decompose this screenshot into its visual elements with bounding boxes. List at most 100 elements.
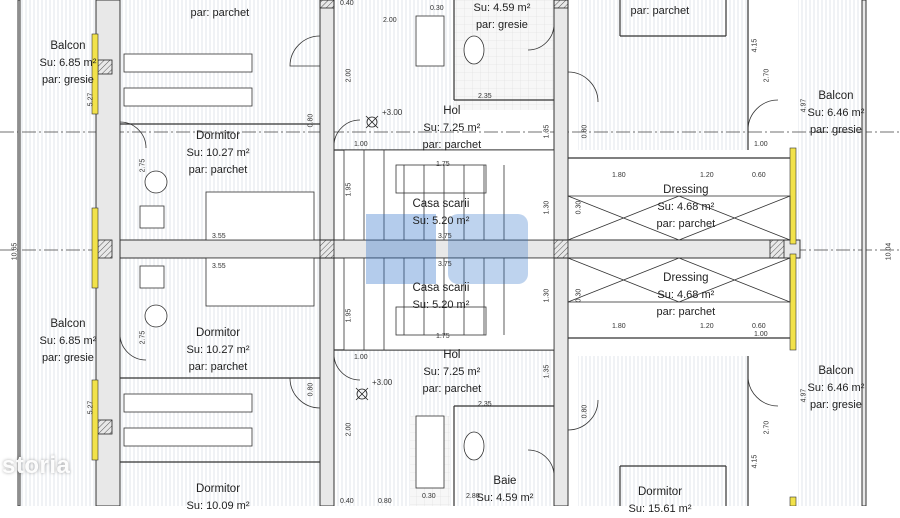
floor-plan: [0, 0, 900, 506]
dimension-label: 0.80: [307, 382, 315, 397]
dimension-label: 4.97: [800, 388, 808, 403]
dimension-label: 1.20: [700, 323, 714, 330]
room-floor: par: parchet: [422, 139, 482, 151]
room-area: Su: 6.85 m²: [39, 335, 97, 347]
room-floor: par: gresie: [41, 74, 94, 86]
dimension-label: 0.30: [575, 200, 583, 215]
room-area: Su: 6.85 m²: [39, 57, 97, 69]
dimension-label: 0.30: [575, 288, 583, 303]
dimension-label: 1.00: [354, 141, 368, 148]
level-mark-lvl-top: +3.00: [382, 108, 403, 117]
dimension-label: 2.70: [763, 68, 771, 83]
dimension-label: 1.95: [345, 308, 353, 323]
dimension-label: 1.30: [543, 200, 551, 215]
wardrobes: [567, 195, 791, 303]
room-name: Balcon: [50, 318, 86, 330]
room-name: Balcon: [50, 40, 86, 52]
room-area: Su: 4.59 m²: [473, 2, 531, 14]
room-name: Dressing: [663, 184, 709, 196]
room-floor: par: parchet: [188, 164, 248, 176]
dimension-label: 4.15: [751, 454, 759, 469]
room-floor: par: parchet: [630, 5, 690, 17]
dimension-label: 5.27: [87, 400, 95, 415]
room-floor: par: parchet: [188, 361, 248, 373]
dimension-label: 2.70: [763, 420, 771, 435]
room-floor: par: gresie: [41, 352, 94, 364]
room-area: Su: 4.68 m²: [657, 201, 715, 213]
dimension-label: 4.97: [800, 98, 808, 113]
room-name: Casa scarii: [412, 282, 470, 294]
dimension-label: 3.55: [212, 263, 226, 270]
room-name: Dressing: [663, 272, 709, 284]
dimension-label: 1.00: [754, 331, 768, 338]
dimension-label: 1.95: [345, 182, 353, 197]
dimension-label: 1.80: [612, 172, 626, 179]
room-floor: par: gresie: [809, 124, 862, 136]
dimension-label: 3.75: [438, 233, 452, 240]
dimension-label: 0.60: [752, 172, 766, 179]
room-area: Su: 7.25 m²: [423, 366, 481, 378]
room-area: Su: 6.46 m²: [807, 107, 865, 119]
room-area: Su: 4.68 m²: [657, 289, 715, 301]
dimension-label: 0.80: [378, 498, 392, 505]
room-floor: par: gresie: [809, 399, 862, 411]
dimension-label: 1.20: [700, 172, 714, 179]
room-floor: par: parchet: [656, 306, 716, 318]
dimension-label: 0.40: [340, 498, 354, 505]
level-mark-lvl-bot: +3.00: [372, 378, 393, 387]
room-area: Su: 7.25 m²: [423, 122, 481, 134]
room-name: Dormitor: [195, 327, 241, 339]
room-name: Hol: [443, 105, 461, 117]
dimension-label: 2.75: [139, 158, 147, 173]
dimension-label: 0.80: [581, 404, 589, 419]
room-floor: par: gresie: [475, 19, 528, 31]
dimension-label: 0.80: [581, 124, 589, 139]
dimension-label: 2.00: [345, 68, 353, 83]
room-label-r-top-right-partial: par: parchet: [631, 3, 690, 20]
dimension-label: 5.27: [87, 92, 95, 107]
room-area: Su: 10.27 m²: [186, 147, 250, 159]
room-floor: par: parchet: [422, 383, 482, 395]
dimension-label: 1.75: [436, 333, 450, 340]
room-name: Hol: [443, 349, 461, 361]
watermark-text: storia: [2, 452, 71, 479]
dimension-label: 1.75: [436, 161, 450, 168]
windows: [91, 33, 797, 506]
dimension-label: 3.55: [212, 233, 226, 240]
watermark-logo-icon: [366, 214, 528, 284]
doors: [119, 23, 779, 477]
room-name: Dormitor: [195, 483, 241, 495]
level-markers: [355, 115, 379, 401]
room-area: Su: 15.61 m²: [628, 503, 692, 515]
dimension-label: 0.30: [422, 493, 436, 500]
dimension-label: 2.35: [478, 93, 492, 100]
dimension-label: 1.30: [543, 288, 551, 303]
dimension-label: 1.35: [543, 364, 551, 379]
room-label-r-top-center-partial: Su: 4.59 m² par: gresie: [474, 0, 531, 34]
dimension-label: 0.60: [752, 323, 766, 330]
room-area: Su: 5.20 m²: [412, 215, 470, 227]
room-area: Su: 10.27 m²: [186, 344, 250, 356]
room-area: Su: 4.59 m²: [476, 492, 534, 504]
dimension-label: 0.40: [340, 0, 354, 7]
room-name: Dormitor: [637, 486, 683, 498]
dimension-label: 0.80: [307, 113, 315, 128]
dimension-label: 1.35: [543, 124, 551, 139]
dimension-label: 0.30: [430, 5, 444, 12]
dimension-label: 2.75: [139, 330, 147, 345]
dimension-label: 3.75: [438, 261, 452, 268]
dimension-label: 4.15: [751, 38, 759, 53]
room-floor: par: parchet: [190, 7, 250, 19]
